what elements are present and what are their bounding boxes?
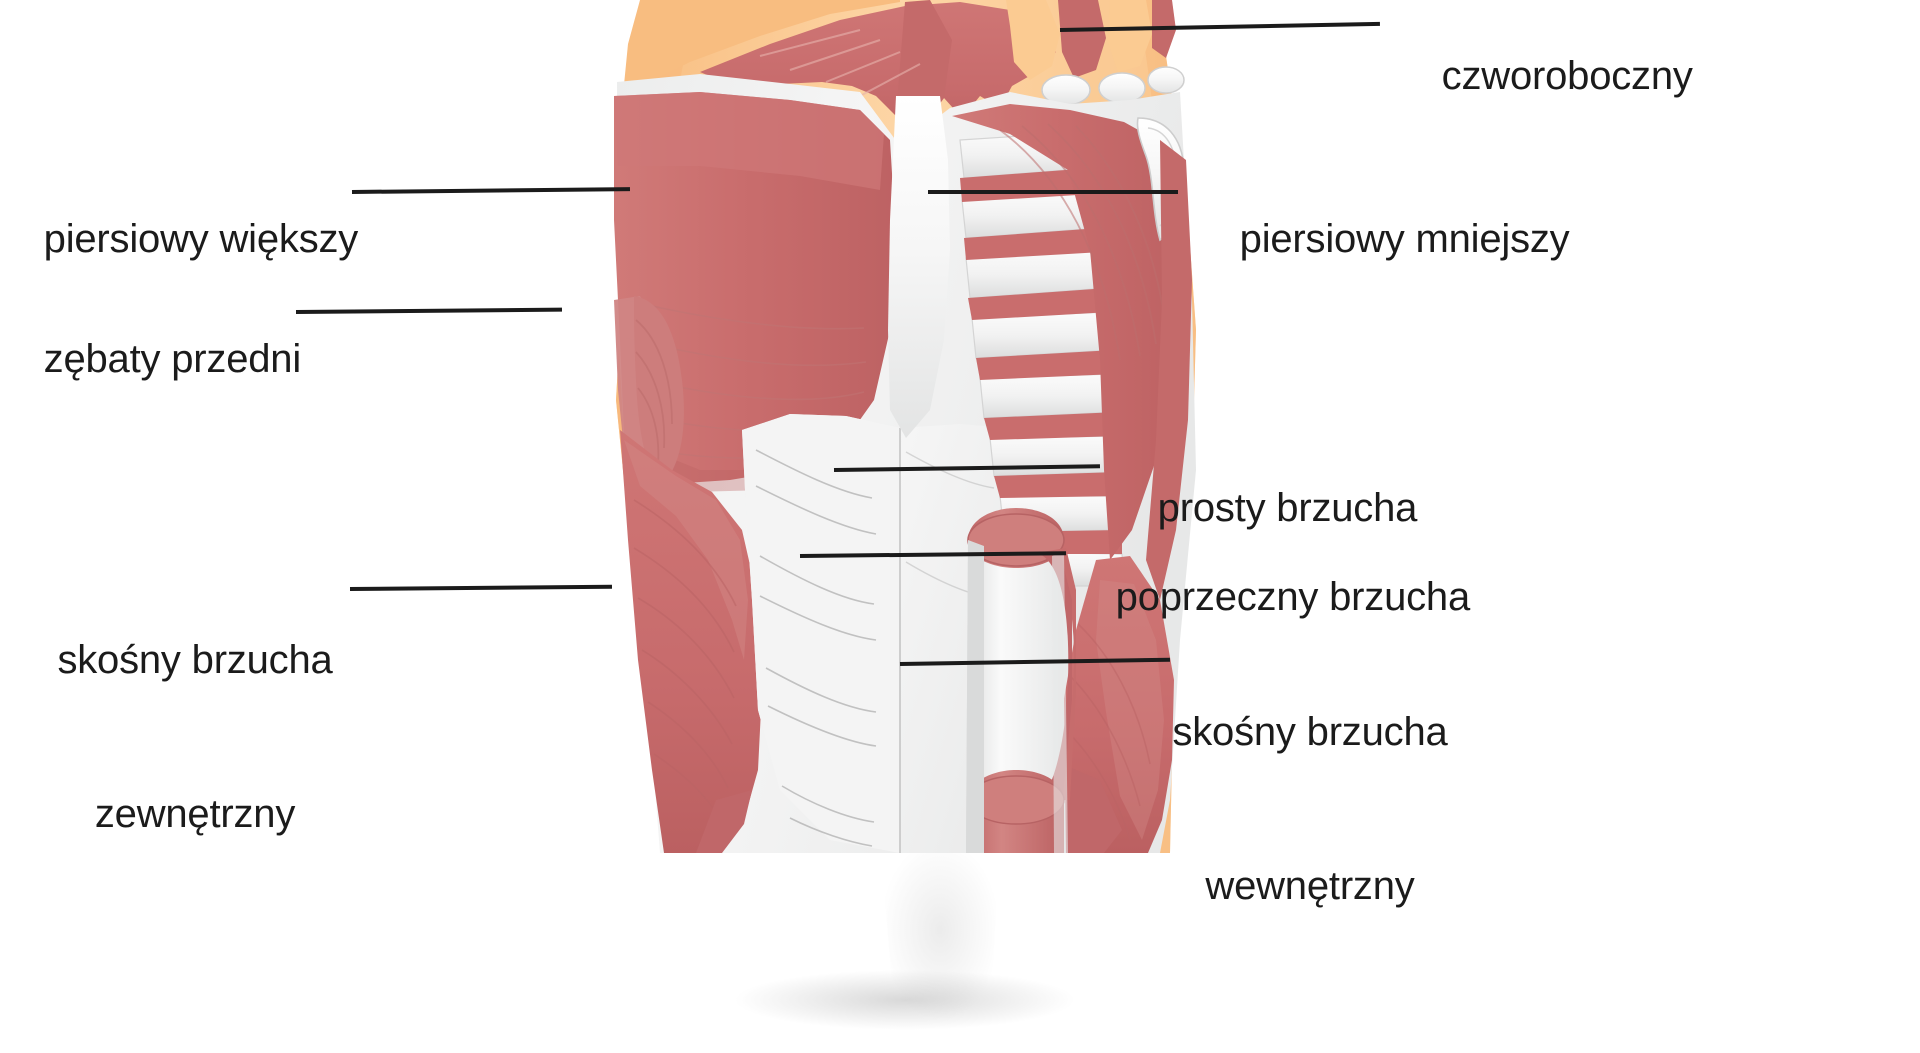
label-trapezius: czworoboczny (1398, 0, 1693, 154)
rectus-abdominis (966, 508, 1076, 853)
label-trapezius-line1: czworoboczny (1441, 54, 1693, 99)
label-obliquus-externus: skośny brzucha zewnętrzny (40, 533, 350, 943)
label-obliquus-internus-line1: skośny brzucha (1172, 710, 1448, 755)
leader-line-pectoralis-minor (928, 190, 1178, 194)
label-transversus-abdominis-line1: poprzeczny brzucha (1115, 575, 1471, 620)
label-pectoralis-minor: piersiowy mniejszy (1196, 163, 1570, 317)
serratus-anterior (614, 296, 684, 486)
label-obliquus-internus: skośny brzucha wewnętrzny (1150, 605, 1470, 1015)
label-rectus-abdominis-line1: prosty brzucha (1157, 486, 1418, 531)
label-obliquus-internus-line2: wewnętrzny (1205, 863, 1415, 908)
label-rectus-abdominis: prosty brzucha (1114, 432, 1418, 586)
label-serratus-anterior: zębaty przedni (0, 283, 302, 437)
label-obliquus-externus-line2: zewnętrzny (94, 791, 296, 836)
label-obliquus-externus-line1: skośny brzucha (57, 638, 333, 683)
obliquus-externus (620, 430, 762, 853)
label-serratus-anterior-line1: zębaty przedni (43, 337, 302, 382)
label-pectoralis-major: piersiowy większy (0, 163, 359, 317)
label-transversus-abdominis: poprzeczny brzucha (1072, 521, 1471, 675)
label-pectoralis-minor-line1: piersiowy mniejszy (1239, 217, 1570, 262)
label-pectoralis-major-line1: piersiowy większy (43, 217, 359, 262)
pectoralis-minor (952, 104, 1192, 600)
